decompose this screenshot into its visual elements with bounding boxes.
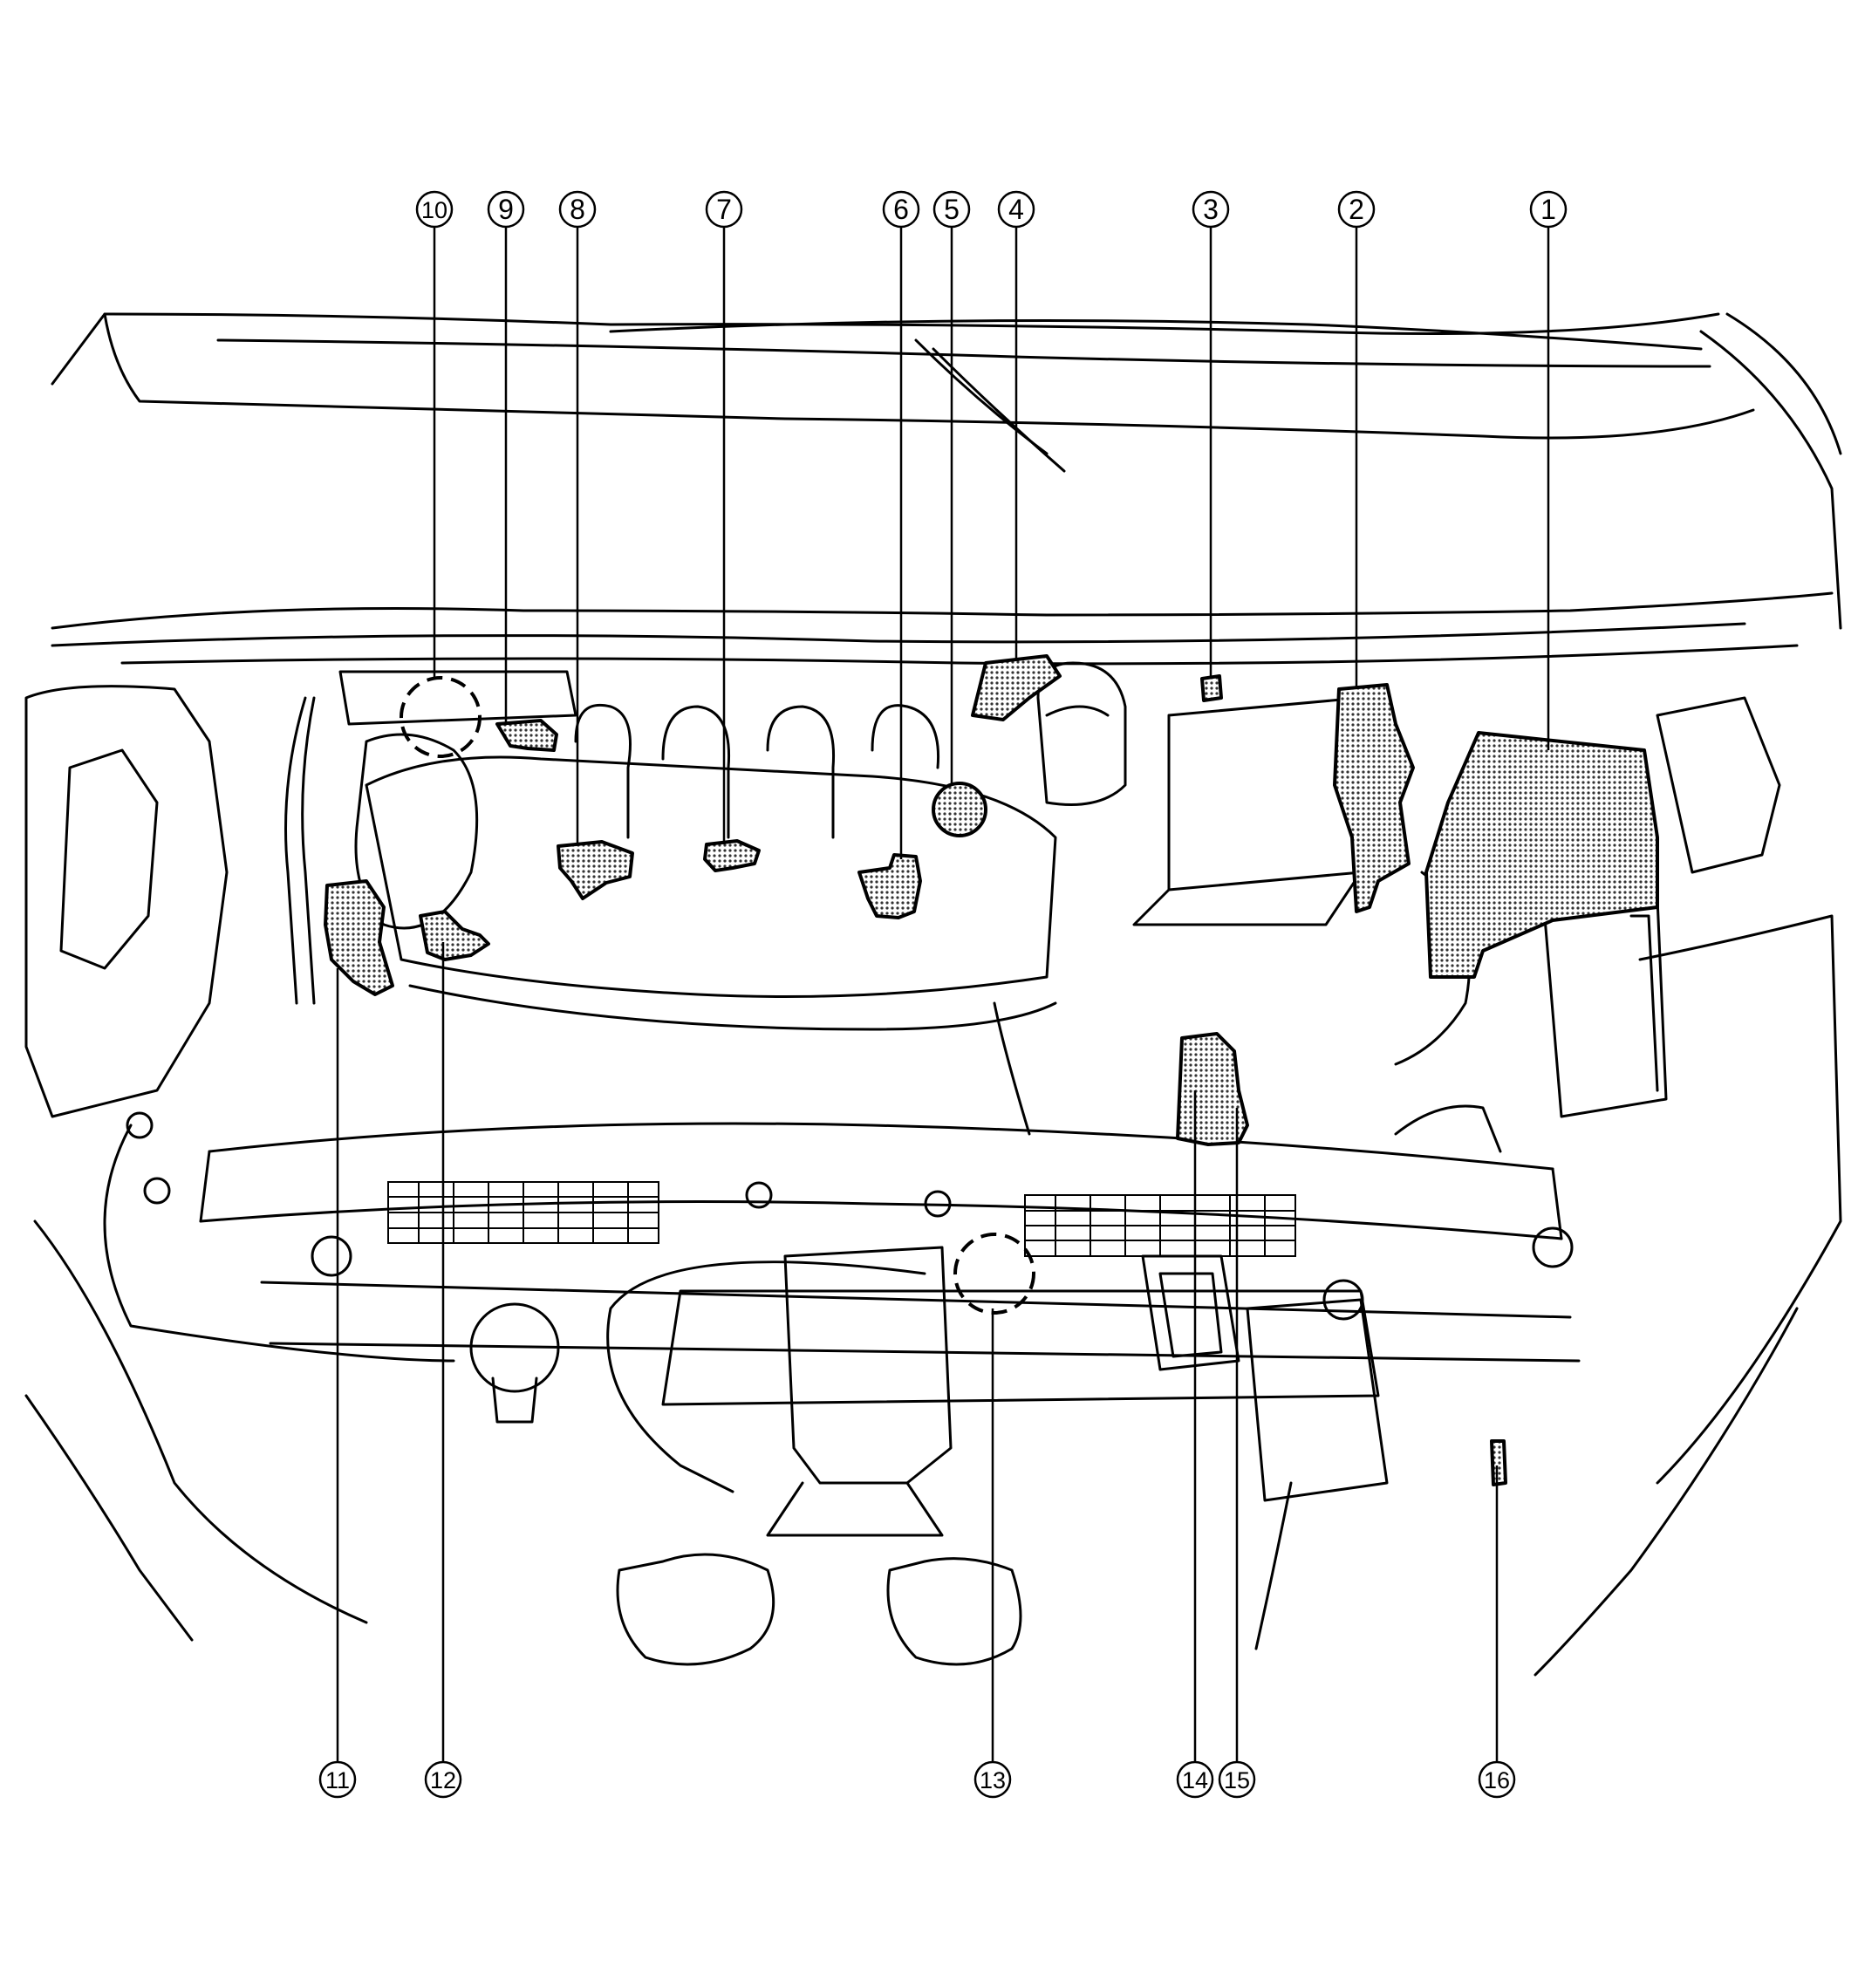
component-6 (857, 853, 922, 919)
leader-lines (336, 227, 1550, 1762)
callout-9: 9 (487, 190, 525, 229)
callout-label: 13 (980, 1767, 1006, 1793)
component-9 (495, 719, 558, 752)
callout-label: 7 (716, 194, 732, 225)
callout-14: 14 (1176, 1760, 1214, 1799)
component-16 (1490, 1439, 1507, 1486)
callout-5: 5 (932, 190, 971, 229)
callouts: 1 2 3 4 5 6 7 8 (318, 190, 1568, 1799)
callout-15: 15 (1218, 1760, 1256, 1799)
engine-line-art (24, 312, 1842, 1677)
callout-1: 1 (1529, 190, 1568, 229)
callout-12: 12 (424, 1760, 462, 1799)
callout-label: 12 (430, 1767, 456, 1793)
component-4 (971, 654, 1062, 721)
callout-label: 4 (1008, 194, 1024, 225)
callout-label: 9 (498, 194, 514, 225)
component-8 (557, 840, 634, 900)
callout-label: 6 (893, 194, 909, 225)
callout-label: 2 (1349, 194, 1364, 225)
callout-label: 15 (1224, 1767, 1250, 1793)
callout-label: 16 (1484, 1767, 1510, 1793)
callout-3: 3 (1192, 190, 1230, 229)
dashed-location-10 (400, 676, 482, 758)
callout-13: 13 (973, 1760, 1012, 1799)
component-3 (1200, 674, 1223, 702)
callout-8: 8 (558, 190, 597, 229)
callout-16: 16 (1478, 1760, 1516, 1799)
callout-2: 2 (1337, 190, 1376, 229)
component-12 (419, 910, 490, 961)
component-5 (932, 782, 987, 837)
component-7 (703, 839, 761, 872)
callout-10: 10 (415, 190, 454, 229)
callout-label: 8 (570, 194, 585, 225)
callout-label: 11 (325, 1767, 350, 1793)
component-11 (324, 879, 394, 996)
callout-label: 14 (1182, 1767, 1208, 1793)
callout-label: 5 (944, 194, 960, 225)
highlighted-components (324, 654, 1659, 1486)
callout-4: 4 (997, 190, 1035, 229)
component-1 (1424, 731, 1659, 979)
callout-7: 7 (705, 190, 743, 229)
callout-label: 1 (1540, 194, 1556, 225)
callout-6: 6 (882, 190, 920, 229)
component-2 (1333, 683, 1415, 913)
callout-11: 11 (318, 1760, 357, 1799)
callout-label: 3 (1203, 194, 1219, 225)
callout-label: 10 (421, 197, 447, 223)
dashed-location-13 (953, 1233, 1035, 1315)
